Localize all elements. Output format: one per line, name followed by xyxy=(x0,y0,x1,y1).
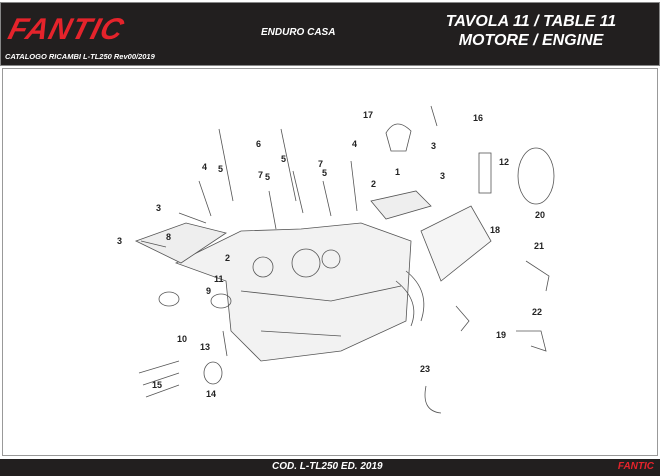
footer-bar: COD. L-TL250 ED. 2019 FANTIC xyxy=(0,459,660,476)
callout-7: 7 xyxy=(318,159,323,169)
model-label: ENDURO CASA xyxy=(261,27,336,38)
callout-21: 21 xyxy=(534,241,544,251)
brand-logo: FANTIC xyxy=(4,13,128,46)
callout-7: 7 xyxy=(258,170,263,180)
callout-17: 17 xyxy=(363,110,373,120)
callout-19: 19 xyxy=(496,330,506,340)
callout-3: 3 xyxy=(156,203,161,213)
callout-12: 12 xyxy=(499,157,509,167)
engine-head-drawing xyxy=(134,105,555,414)
callout-5: 5 xyxy=(218,164,223,174)
callout-5: 5 xyxy=(281,154,286,164)
callout-3: 3 xyxy=(117,236,122,246)
callout-4: 4 xyxy=(352,139,357,149)
header-bar: FANTIC CATALOGO RICAMBI L-TL250 Rev00/20… xyxy=(0,2,660,66)
exploded-diagram: 17 16 6 4 5 7 5 5 7 5 4 1 3 3 2 12 20 3 … xyxy=(2,68,658,456)
callout-18: 18 xyxy=(490,225,500,235)
callout-3: 3 xyxy=(431,141,436,151)
callout-5: 5 xyxy=(322,168,327,178)
callout-11: 11 xyxy=(214,274,224,284)
callout-6: 6 xyxy=(256,139,261,149)
callout-14: 14 xyxy=(206,389,216,399)
callout-8: 8 xyxy=(166,232,171,242)
callout-5: 5 xyxy=(265,172,270,182)
callout-13: 13 xyxy=(200,342,210,352)
callout-20: 20 xyxy=(535,210,545,220)
document-code: COD. L-TL250 ED. 2019 xyxy=(272,461,383,472)
callout-23: 23 xyxy=(420,364,430,374)
section-title: MOTORE / ENGINE xyxy=(458,32,604,49)
callout-2: 2 xyxy=(225,253,230,263)
callout-9: 9 xyxy=(206,286,211,296)
catalog-label: CATALOGO RICAMBI L-TL250 Rev00/2019 xyxy=(5,52,155,61)
table-title: TAVOLA 11 / TABLE 11 xyxy=(445,13,617,30)
callout-1: 1 xyxy=(395,167,400,177)
callout-labels: 17 16 6 4 5 7 5 5 7 5 4 1 3 3 2 12 20 3 … xyxy=(117,110,545,399)
callout-22: 22 xyxy=(532,307,542,317)
callout-4: 4 xyxy=(202,162,207,172)
callout-10: 10 xyxy=(177,334,187,344)
footer-logo: FANTIC xyxy=(617,461,654,472)
callout-15: 15 xyxy=(152,380,162,390)
callout-3: 3 xyxy=(440,171,445,181)
callout-16: 16 xyxy=(473,113,483,123)
callout-2: 2 xyxy=(371,179,376,189)
engine-diagram: 17 16 6 4 5 7 5 5 7 5 4 1 3 3 2 12 20 3 … xyxy=(117,105,555,414)
